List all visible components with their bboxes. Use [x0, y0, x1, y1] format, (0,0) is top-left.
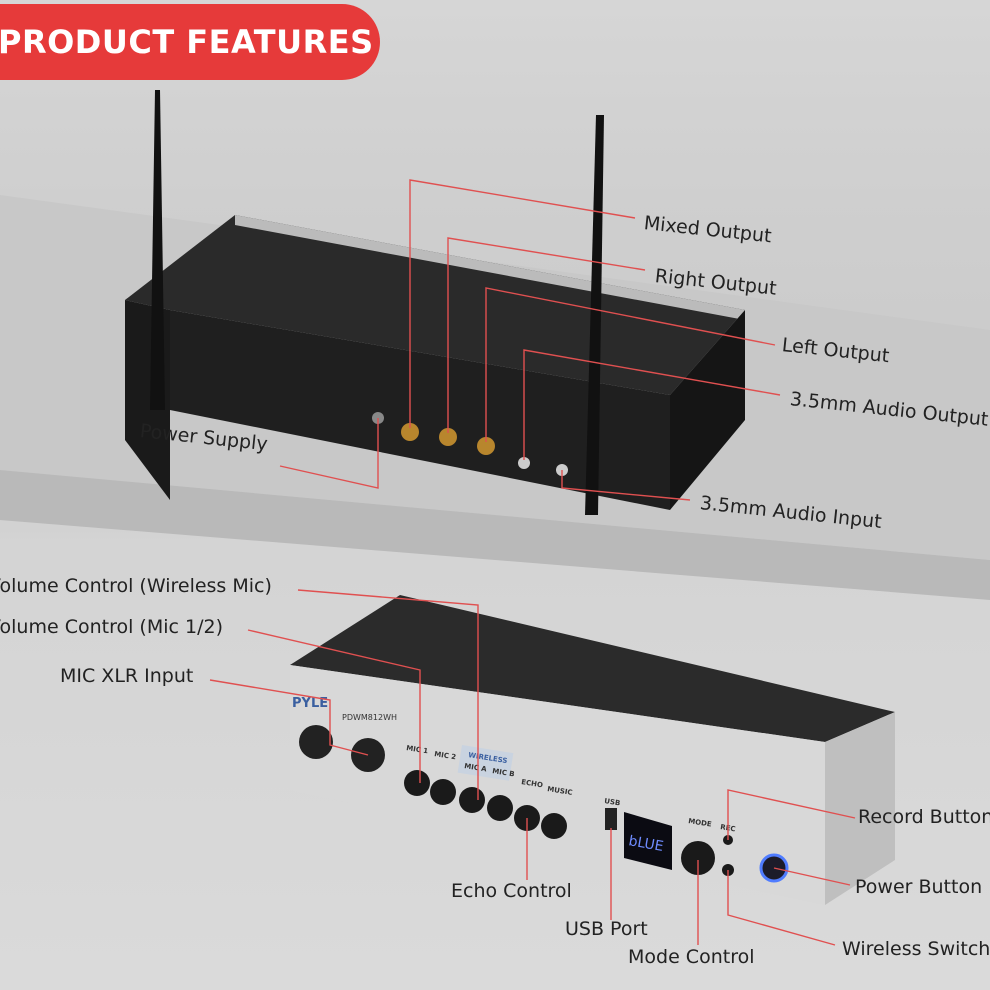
panel-label-mic1: MIC 1: [406, 744, 429, 755]
knob-music[interactable]: [541, 813, 567, 839]
panel-label-echo: ECHO: [521, 778, 544, 789]
panel-label-mic-a: MIC A: [464, 762, 488, 774]
panel-label-mic2: MIC 2: [434, 750, 457, 761]
leader-lines: [209, 179, 856, 946]
label-wireless-switch: Wireless Switch: [842, 938, 990, 960]
wireless-panel: [457, 744, 514, 781]
panel-label-mic-b: MIC B: [492, 767, 515, 778]
label-power-button: Power Button: [855, 876, 983, 898]
model-label: PDWM812WH: [342, 713, 397, 722]
panel-label-mode: MODE: [688, 817, 713, 829]
shelf-edge: [0, 470, 990, 600]
label-volume-wireless: Volume Control (Wireless Mic): [0, 575, 272, 597]
label-echo-control: Echo Control: [451, 880, 572, 902]
knob-mic-b[interactable]: [487, 795, 513, 821]
panel-label-music: MUSIC: [547, 785, 573, 797]
front-unit: PYLE PDWM812WH MIC 1 MIC 2 WIRELESS MIC …: [290, 595, 895, 905]
product-features-banner: PRODUCT FEATURES: [0, 4, 380, 80]
knob-mic-a[interactable]: [459, 787, 485, 813]
rca-jacks: [401, 423, 495, 455]
display: [624, 812, 672, 870]
label-xlr-input: MIC XLR Input: [60, 665, 194, 687]
label-mode-control: Mode Control: [628, 946, 755, 968]
mode-knob[interactable]: [681, 841, 715, 875]
xlr-input-1[interactable]: [299, 725, 333, 759]
knob-mic2[interactable]: [430, 779, 456, 805]
display-text: bLUE: [627, 833, 664, 855]
rear-unit: [125, 90, 745, 515]
label-record-button: Record Button: [858, 806, 990, 828]
knob-mic1[interactable]: [404, 770, 430, 796]
label-volume-mic: Volume Control (Mic 1/2): [0, 616, 223, 638]
antenna-left: [150, 90, 165, 410]
label-usb-port: USB Port: [565, 918, 648, 940]
audio-output-jack: [518, 457, 530, 469]
brand-logo: PYLE: [292, 696, 328, 711]
panel-label-usb: USB: [604, 797, 621, 807]
usb-port[interactable]: [605, 808, 617, 830]
antenna-right: [585, 115, 604, 515]
